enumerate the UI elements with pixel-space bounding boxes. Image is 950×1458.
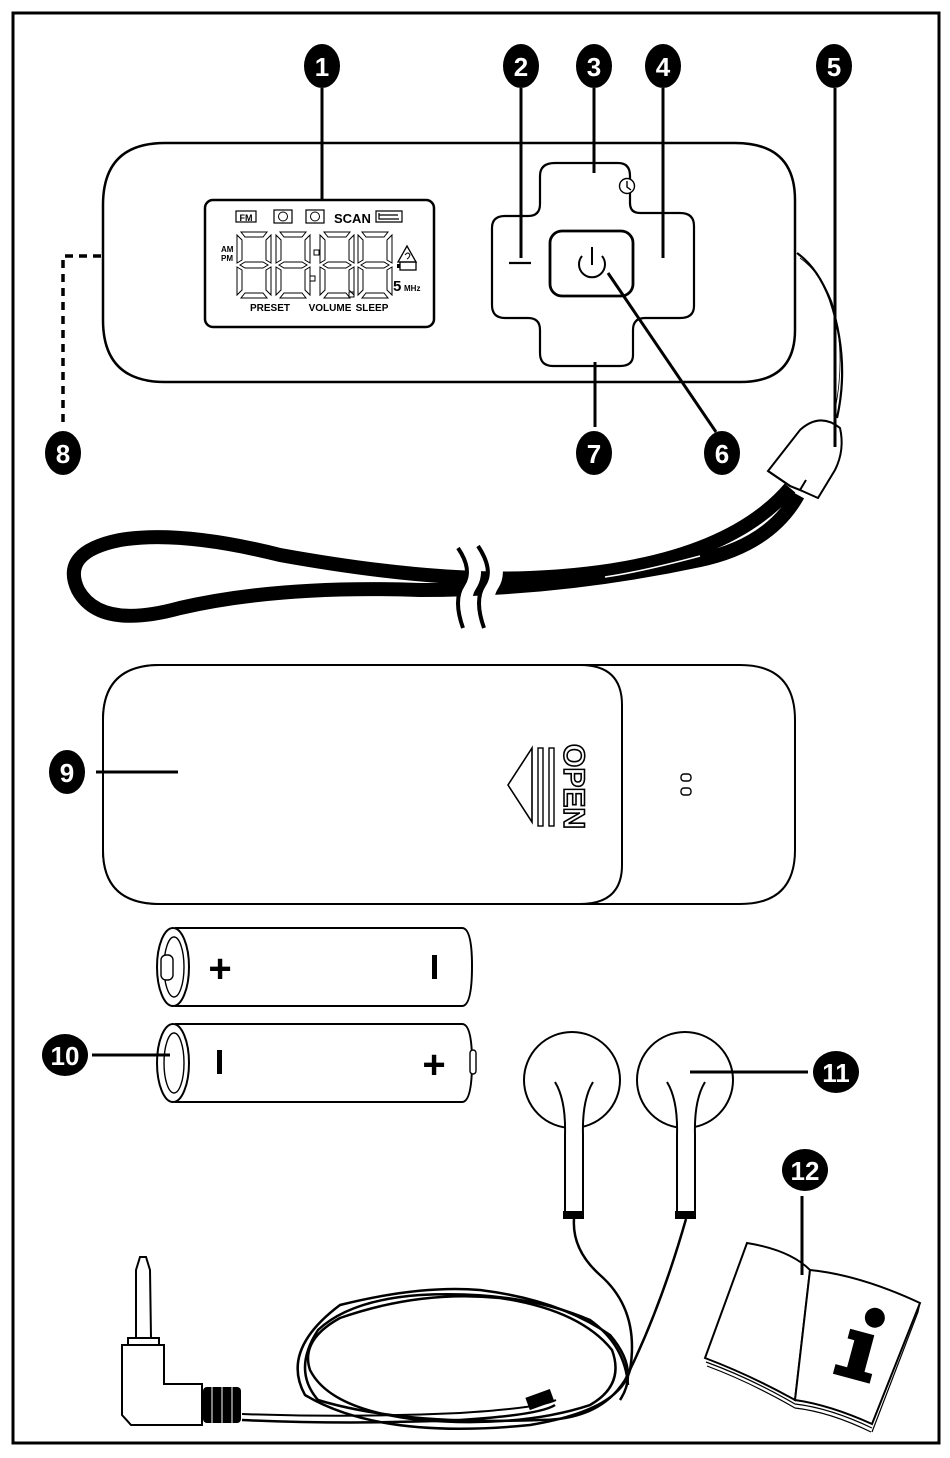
pm-indicator: PM (221, 254, 233, 263)
svg-text:5: 5 (827, 52, 841, 82)
strap-toggle (768, 420, 842, 498)
svg-text:2: 2 (514, 52, 528, 82)
svg-text:11: 11 (822, 1058, 850, 1088)
battery-bottom-minus (217, 1050, 222, 1074)
svg-text:12: 12 (791, 1156, 820, 1186)
grip-line-2 (549, 748, 554, 826)
earphone-left (524, 1032, 620, 1219)
svg-text:10: 10 (51, 1041, 80, 1071)
headphone-plug (122, 1257, 241, 1425)
callout-badge-5: 5 (816, 44, 852, 88)
callout-badge-4: 4 (645, 44, 681, 88)
volume-label: VOLUME (309, 303, 352, 314)
callout-badge-8: 8 (45, 431, 81, 475)
svg-text:4: 4 (656, 52, 671, 82)
earphone-cable-lead-2 (242, 1400, 556, 1416)
preset-label: PRESET (250, 303, 290, 314)
open-label: OPEN (557, 744, 590, 829)
leader-8 (63, 256, 101, 425)
scan-indicator: SCAN (334, 211, 371, 226)
battery-cover[interactable] (103, 665, 622, 904)
callout-badge-6: 6 (704, 431, 740, 475)
battery-top: + (157, 928, 472, 1006)
am-indicator: AM (221, 245, 234, 254)
battery-bottom: + (157, 1024, 476, 1102)
callout-badge-7: 7 (576, 431, 612, 475)
svg-text:6: 6 (715, 439, 729, 469)
mhz-unit: MHz (404, 284, 420, 293)
lcd-display: FM SCAN AM PM (205, 200, 434, 327)
radio-front: FM SCAN AM PM (103, 143, 842, 418)
instruction-manual (705, 1243, 920, 1432)
sleep-label: SLEEP (356, 303, 389, 314)
strap-loop (74, 488, 798, 616)
batteries: + + (157, 928, 476, 1102)
battery-bottom-plus: + (422, 1043, 445, 1087)
callout-badge-2: 2 (503, 44, 539, 88)
battery-top-minus (432, 955, 437, 979)
svg-text:7: 7 (587, 439, 601, 469)
callout-badge-10: 10 (42, 1034, 88, 1076)
digit-5-small: 5 (393, 278, 401, 295)
clock-icon[interactable] (620, 179, 635, 194)
callout-badge-1: 1 (304, 44, 340, 88)
earphone-cable-coil (308, 1296, 616, 1422)
svg-text:3: 3 (587, 52, 601, 82)
grip-line-1 (538, 748, 543, 826)
svg-text:9: 9 (60, 758, 74, 788)
earphone-right (637, 1032, 733, 1219)
callout-badge-3: 3 (576, 44, 612, 88)
battery-top-plus: + (208, 947, 231, 991)
callout-badge-11: 11 (813, 1051, 859, 1093)
radio-back: OPEN (103, 665, 795, 904)
fm-indicator: FM (240, 213, 253, 223)
svg-text:8: 8 (56, 439, 70, 469)
svg-text:1: 1 (315, 52, 329, 82)
callout-badge-12: 12 (782, 1149, 828, 1191)
callout-badge-9: 9 (49, 750, 85, 794)
